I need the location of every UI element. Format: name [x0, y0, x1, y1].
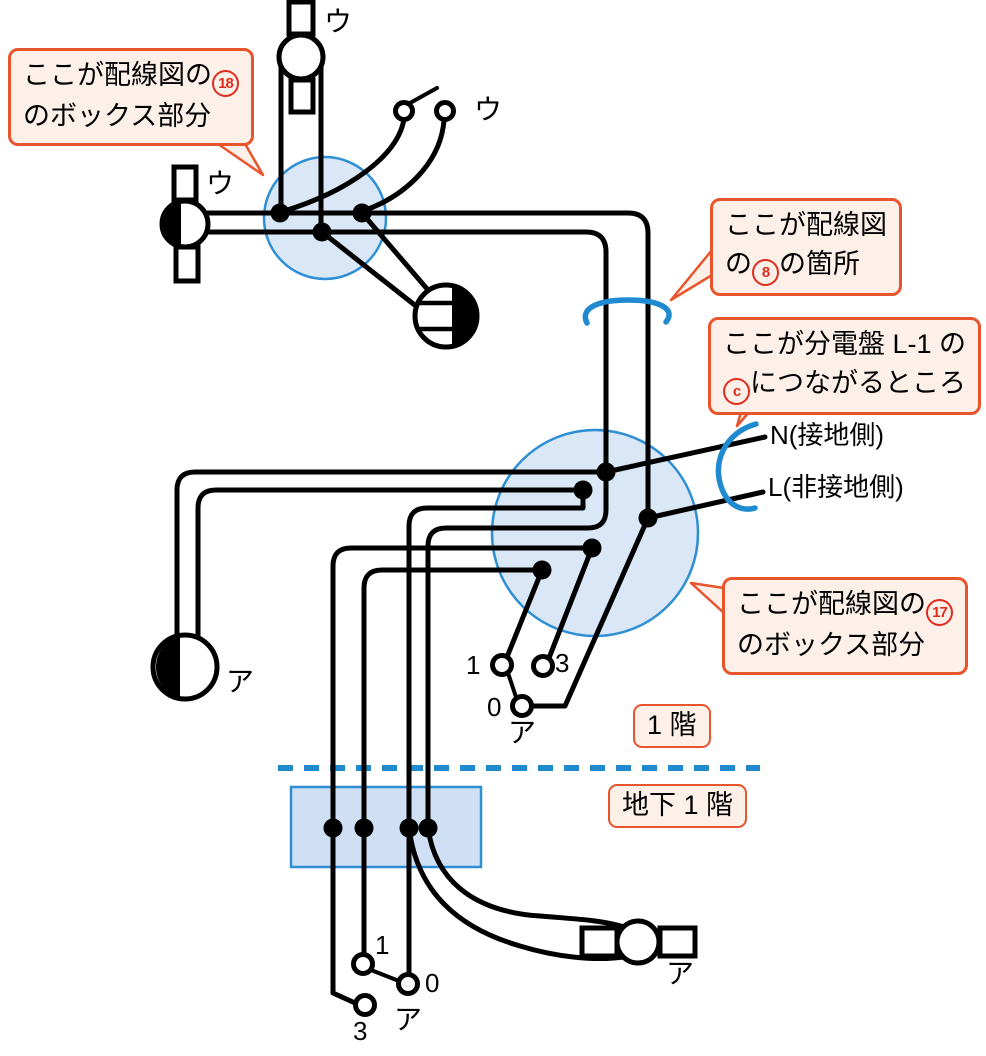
wire-down-to-terminal1 [361, 567, 545, 957]
label-neutral-line: N(接地側) [770, 420, 885, 450]
dot-box18-b [312, 222, 332, 242]
callout-box17-text: ここが配線図の [737, 589, 926, 619]
callout-box18-line2: のボックス部分 [23, 101, 212, 131]
label-upper-switch-a: ア [508, 717, 537, 748]
label-lower-terminal-0: 0 [425, 968, 440, 998]
dot-box18-a [270, 203, 290, 223]
badge-basement1: 地下 1 階 [608, 784, 748, 828]
circled-number-8: 8 [752, 259, 779, 286]
wire-down-to-terminal3 [330, 545, 595, 1006]
wire-switch-right-curve [360, 117, 447, 214]
wire-neutral-lead [603, 434, 768, 475]
wire-to-striped-lamp-2 [359, 210, 437, 300]
three-way-switch-lower-icon [351, 952, 420, 1017]
switch-blade-upper3way [506, 671, 518, 699]
callout-spot8-post: の箇所 [779, 249, 860, 279]
dot-box17-l [638, 508, 658, 528]
ceiling-light-top-icon [276, 0, 326, 115]
wires [174, 57, 768, 1006]
marker-panel-c-arc [715, 421, 759, 512]
dot-box18-c [352, 203, 372, 223]
label-basement-light-a: ア [666, 958, 695, 989]
circled-letter-c: c [723, 378, 750, 405]
wire-lamp-bottom-to-box17 [203, 229, 609, 475]
dot-floorbox-1 [323, 818, 343, 838]
wire-n-to-lamp-a [174, 469, 609, 639]
label-lamp-a: ア [226, 666, 255, 697]
label-lower-terminal-3: 3 [353, 1016, 368, 1046]
label-left-light: ウ [206, 168, 235, 199]
marker-spot8-arc [582, 297, 672, 326]
switch-blade-lower3way [369, 968, 401, 983]
tail-box17 [689, 581, 726, 615]
switch-top-icon [393, 100, 456, 122]
callout-panel-c-line1: ここが分電盤 L-1 の [723, 329, 967, 359]
label-top-switch: ウ [474, 94, 503, 125]
label-upper-terminal-0: 0 [487, 692, 502, 722]
wire-return-to-lamp-a [195, 487, 586, 639]
wire-curve-basement-lamp-top [425, 825, 627, 930]
wire-live-lead [645, 489, 766, 521]
dot-box17-return [573, 480, 593, 500]
highlight-markers [582, 297, 759, 512]
wire-down-to-terminal0 [406, 487, 586, 977]
callout-spot8-pre: の [725, 249, 752, 279]
switch-blade-top [408, 86, 439, 105]
wire-n-down-basement [425, 469, 609, 831]
dot-box17-t3 [582, 538, 602, 558]
wire-to-upper-switch1 [504, 567, 545, 660]
dot-floorbox-2 [354, 818, 374, 838]
wire-l-to-upper-switch0 [529, 515, 651, 709]
ceiling-light-left-icon [159, 164, 211, 284]
wire-switch-left-curve [278, 116, 407, 215]
label-upper-terminal-1: 1 [466, 650, 481, 680]
junction-boxes [262, 155, 700, 869]
junction-box-18 [262, 155, 388, 281]
callout-spot8-line1: ここが配線図 [725, 210, 887, 240]
striped-lamp-icon [412, 282, 480, 350]
three-way-switch-upper-icon [490, 653, 555, 718]
circled-number-18: 18 [212, 70, 239, 97]
label-top-light: ウ [324, 6, 353, 37]
wire-to-upper-switch3 [546, 545, 595, 661]
circled-number-17: 17 [926, 599, 953, 626]
dot-floorbox-4 [418, 818, 438, 838]
callout-box17-line2: のボックス部分 [737, 630, 926, 660]
label-lower-switch-a: ア [394, 1004, 423, 1035]
label-live-line: L(非接地側) [768, 472, 904, 502]
basement-light-icon [579, 918, 698, 966]
label-upper-terminal-3: 3 [555, 648, 570, 678]
dot-floorbox-3 [399, 818, 419, 838]
dot-box17-t1 [532, 560, 552, 580]
dot-box17-n [596, 462, 616, 482]
callout-box18-text: ここが配線図の [23, 60, 212, 90]
devices [150, 0, 698, 1017]
lamp-receptacle-a-icon [150, 632, 220, 702]
label-lower-terminal-1: 1 [375, 930, 390, 960]
floor-penetration-box [289, 785, 483, 869]
wire-lamp-top-to-box17 [203, 210, 651, 521]
callout-panel-c-post: につながるところ [750, 368, 966, 398]
wire-to-striped-lamp-1 [319, 229, 424, 313]
badge-floor1: 1 階 [633, 704, 711, 748]
connection-dots [270, 203, 658, 838]
